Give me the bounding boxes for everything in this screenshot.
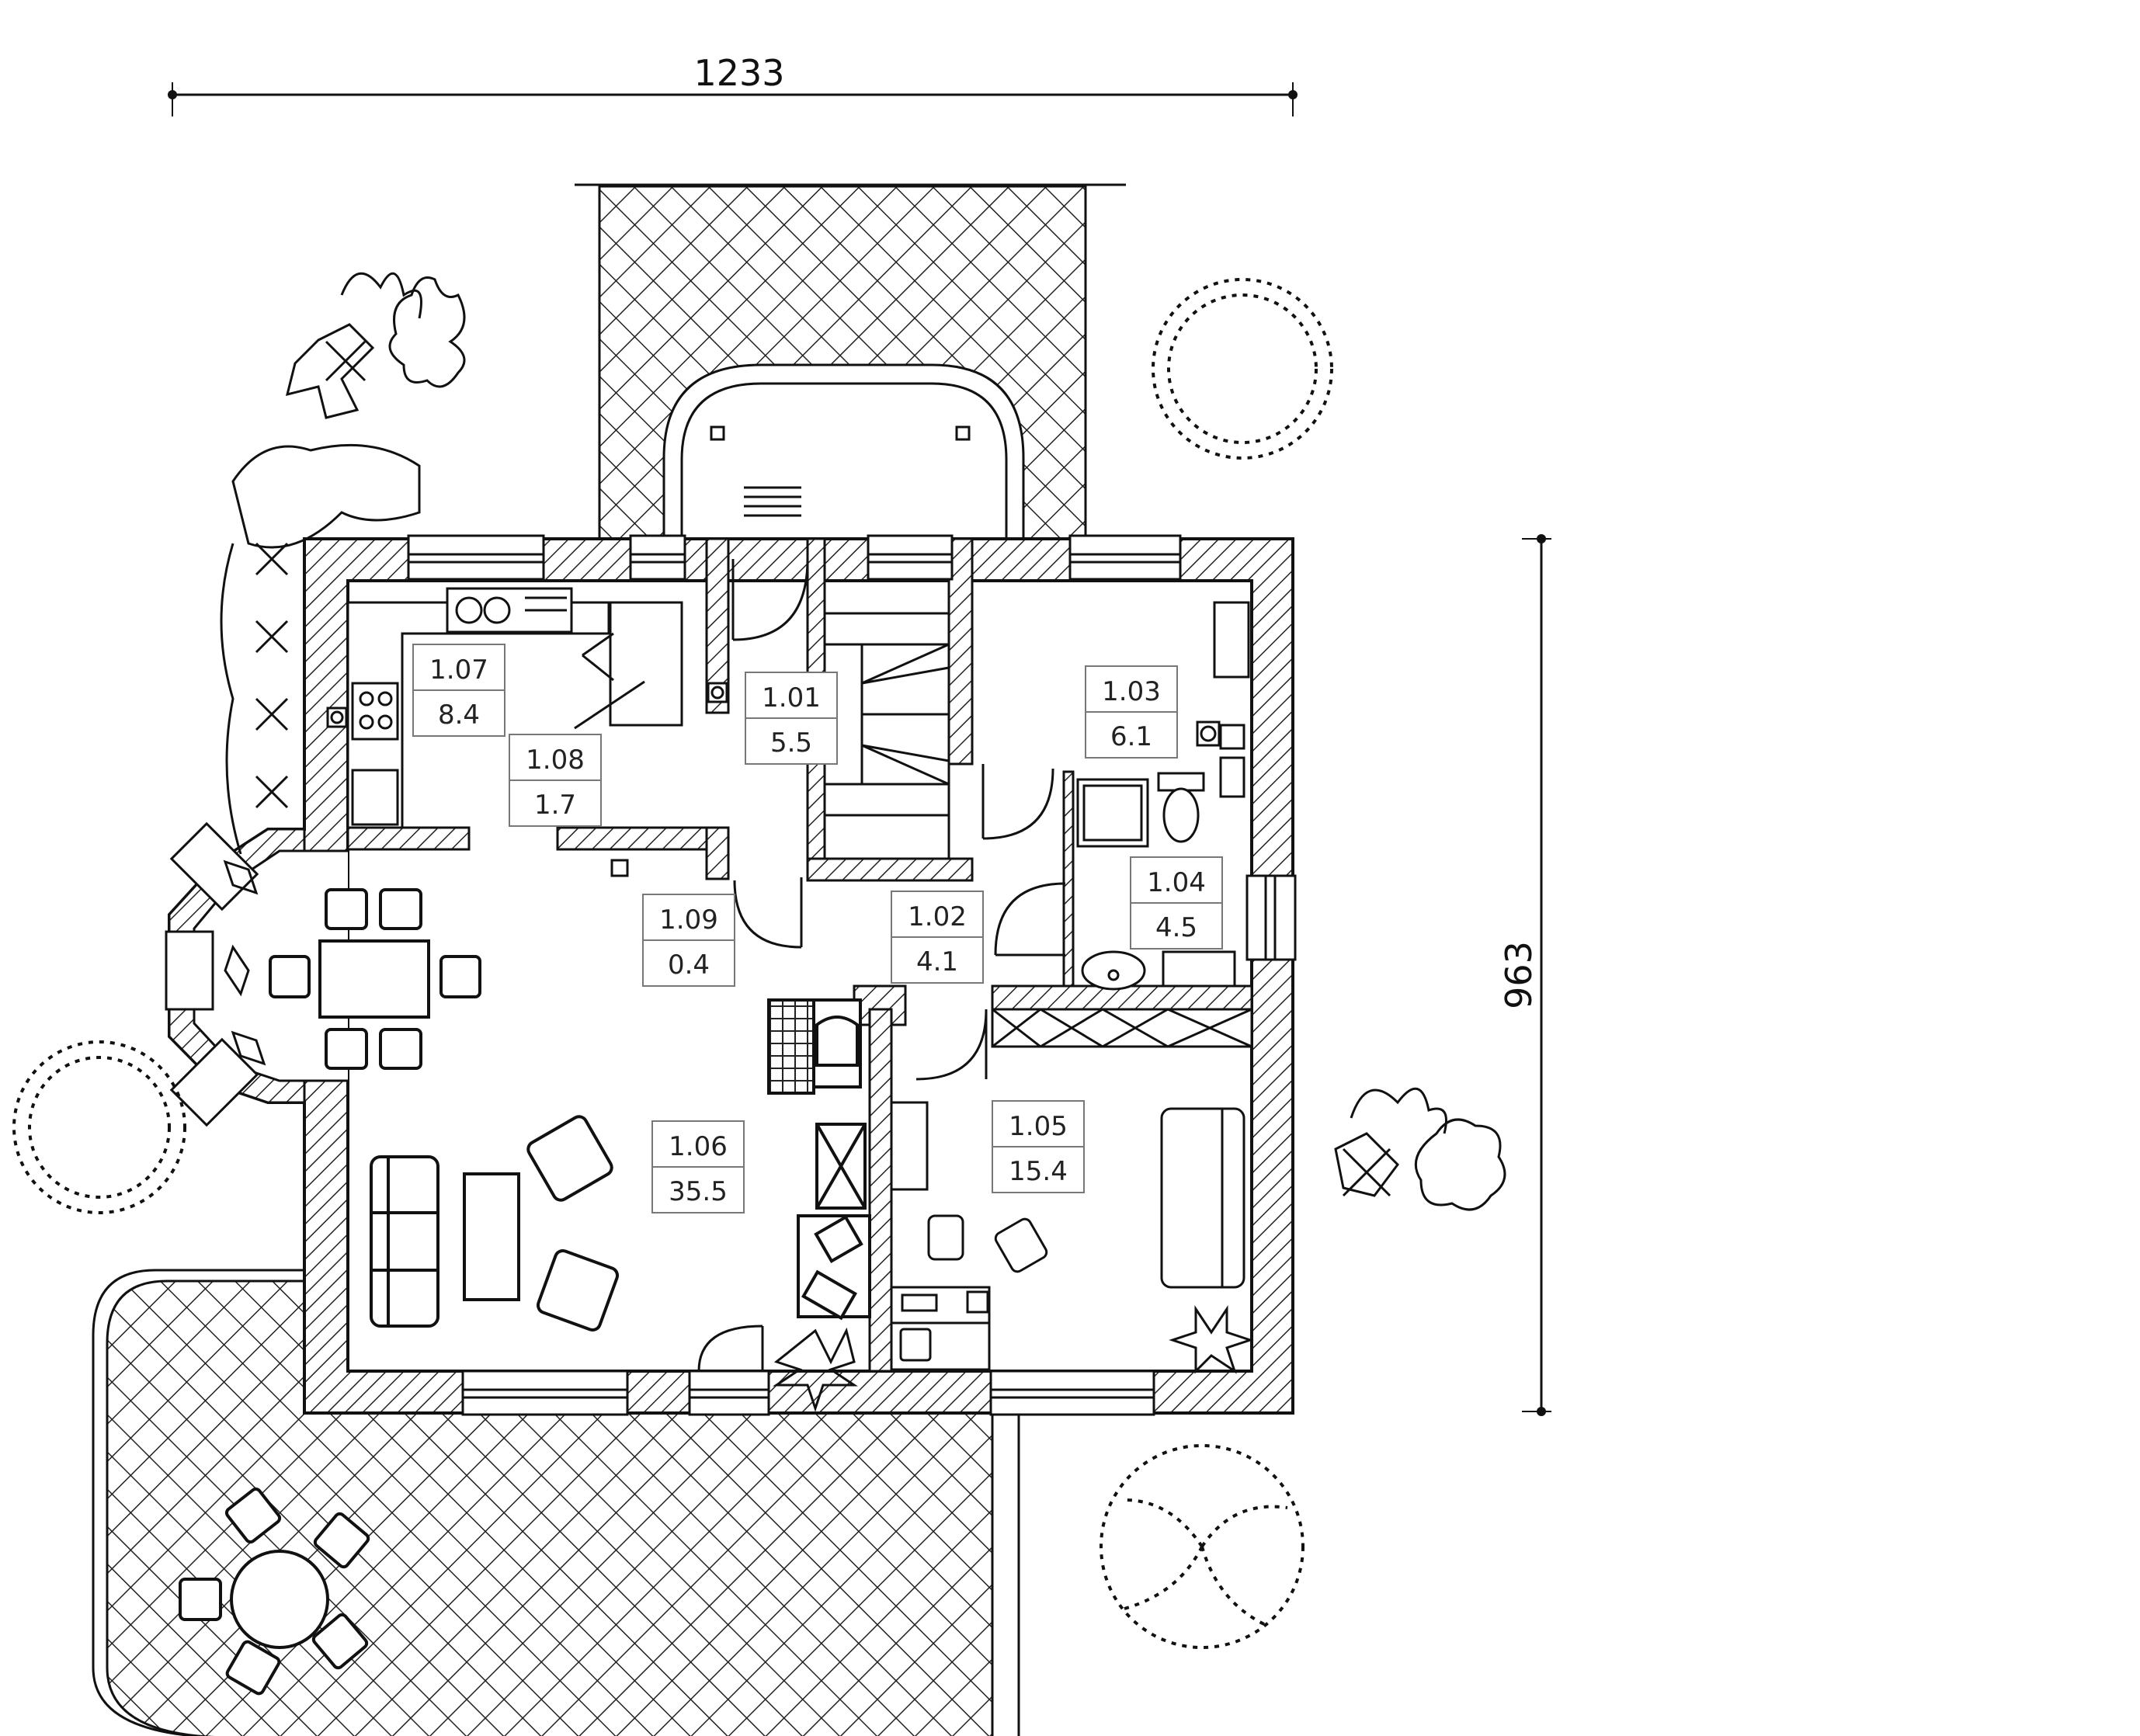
room-id: 1.03	[1102, 676, 1161, 707]
dimension-width: 1233	[168, 52, 1298, 116]
doors	[582, 558, 1066, 1372]
office-chair-icon	[994, 1217, 1048, 1273]
room-label-1.08: 1.08 1.7	[509, 734, 602, 827]
hedge-left	[220, 443, 421, 855]
dimension-width-label: 1233	[693, 52, 784, 94]
room-label-1.01: 1.01 5.5	[745, 672, 838, 765]
room-area: 4.1	[916, 946, 958, 977]
tree-mid-left	[12, 1040, 186, 1214]
room-label-1.09: 1.09 0.4	[642, 894, 735, 987]
coffee-table-icon	[463, 1172, 520, 1301]
wardrobe-icon	[991, 1008, 1253, 1048]
study-furniture	[890, 1008, 1253, 1371]
room-id: 1.01	[762, 682, 821, 713]
tree-mid-right	[1334, 1087, 1506, 1211]
tree-top-right	[1152, 278, 1333, 460]
bed-icon	[1160, 1107, 1245, 1289]
room-id: 1.02	[908, 901, 967, 932]
room-label-1.06: 1.06 35.5	[651, 1120, 745, 1213]
room-label-1.07: 1.07 8.4	[412, 644, 505, 737]
sofa-icon	[370, 1155, 439, 1328]
room-area: 35.5	[669, 1176, 728, 1207]
room-area: 5.5	[770, 727, 812, 759]
potted-plants	[223, 859, 1254, 1412]
office-chair-icon	[927, 1214, 964, 1261]
terrace	[92, 1253, 1020, 1736]
room-label-1.03: 1.03 6.1	[1085, 665, 1178, 759]
dimension-height-label: 963	[1498, 941, 1540, 1009]
room-area: 15.4	[1009, 1156, 1068, 1187]
boiler-icon	[610, 859, 629, 877]
room-id: 1.09	[659, 904, 718, 936]
room-id: 1.07	[429, 654, 488, 686]
armchair-icon	[536, 1248, 620, 1332]
room-label-1.04: 1.04 4.5	[1130, 856, 1223, 950]
dining-set	[269, 888, 481, 1070]
room-area: 6.1	[1110, 721, 1152, 752]
stove-icon	[351, 682, 399, 741]
room-id: 1.08	[526, 745, 585, 776]
windows	[165, 534, 1297, 1416]
room-area: 4.5	[1155, 912, 1197, 943]
room-area: 0.4	[668, 950, 710, 981]
terrace-table	[179, 1487, 370, 1696]
bathroom-fittings	[1076, 772, 1236, 991]
room-id: 1.06	[669, 1131, 728, 1162]
kitchen-fittings	[326, 587, 610, 829]
tree-bottom-right	[1100, 1444, 1304, 1649]
laundry-fittings	[1196, 601, 1250, 798]
armchair-icon	[526, 1115, 613, 1202]
room-area: 1.7	[534, 790, 576, 821]
shelf-icon	[890, 1101, 929, 1191]
living-furniture	[370, 998, 871, 1332]
driveway	[575, 183, 1126, 540]
dimension-height: 963	[1498, 534, 1551, 1416]
pantry	[574, 601, 728, 877]
room-label-1.02: 1.02 4.1	[891, 891, 984, 984]
drain-grate-icon	[744, 486, 801, 517]
room-id: 1.04	[1147, 867, 1206, 898]
room-area: 8.4	[438, 700, 480, 731]
tiled-stove-icon	[767, 998, 815, 1095]
room-label-1.05: 1.05 15.4	[992, 1100, 1085, 1193]
tree-top-left	[285, 272, 466, 419]
room-id: 1.05	[1009, 1111, 1068, 1142]
staircase	[823, 579, 950, 860]
